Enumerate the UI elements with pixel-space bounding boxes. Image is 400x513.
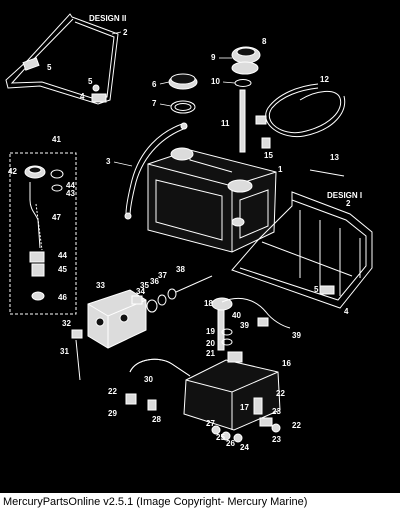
callout-5: 5 — [88, 77, 93, 86]
callout-22: 22 — [108, 387, 117, 396]
label-design-i: DESIGN I — [327, 191, 362, 200]
callout-23: 23 — [272, 435, 281, 444]
callout-5: 5 — [314, 285, 319, 294]
callout-28: 28 — [152, 415, 161, 424]
callout-15: 15 — [264, 151, 273, 160]
callout-37: 37 — [158, 271, 167, 280]
callout-11: 11 — [221, 119, 230, 128]
callout-22: 22 — [276, 389, 285, 398]
callout-20: 20 — [206, 339, 215, 348]
callout-4: 4 — [344, 307, 349, 316]
inset-fill-kit — [9, 152, 77, 315]
fuel-tank-1 — [147, 147, 277, 253]
callout-47: 47 — [52, 213, 61, 222]
callout-23: 23 — [272, 407, 281, 416]
image-caption: MercuryPartsOnline v2.5.1 (Image Copyrig… — [3, 496, 308, 508]
callout-4: 4 — [80, 92, 85, 101]
callout-38: 38 — [176, 265, 185, 274]
callout-2: 2 — [346, 199, 351, 208]
callout-40: 40 — [232, 311, 241, 320]
callout-26: 26 — [226, 439, 235, 448]
parts-diagram: DESIGN II 2 5 5 4 6 7 8 9 10 11 12 15 13 — [0, 0, 400, 493]
valve-assembly — [71, 275, 213, 381]
callout-6: 6 — [152, 80, 157, 89]
design-i-bracket — [231, 191, 373, 309]
fuel-hose-12 — [255, 83, 346, 149]
callout-12: 12 — [320, 75, 329, 84]
callout-21: 21 — [206, 349, 215, 358]
fill-cap-parts — [168, 46, 261, 153]
callout-45: 45 — [58, 265, 67, 274]
callout-39: 39 — [240, 321, 249, 330]
portable-tank-16 — [125, 297, 291, 443]
callout-36: 36 — [150, 277, 159, 286]
callout-34: 34 — [136, 287, 145, 296]
callout-9: 9 — [211, 53, 216, 62]
design-ii-bracket — [5, 13, 119, 105]
callout-42: 42 — [8, 167, 17, 176]
callout-2: 2 — [123, 28, 128, 37]
callout-39: 39 — [292, 331, 301, 340]
callout-35: 35 — [140, 281, 149, 290]
callout-31: 31 — [60, 347, 69, 356]
callout-44: 44 — [66, 181, 75, 190]
callout-10: 10 — [211, 77, 220, 86]
callout-29: 29 — [108, 409, 117, 418]
callout-43: 43 — [66, 189, 75, 198]
callout-8: 8 — [262, 37, 267, 46]
callout-32: 32 — [62, 319, 71, 328]
callout-13: 13 — [330, 153, 339, 162]
label-design-ii: DESIGN II — [89, 14, 126, 23]
callout-17: 17 — [240, 403, 249, 412]
callout-16: 16 — [282, 359, 291, 368]
callout-5: 5 — [47, 63, 52, 72]
fuel-tank-exploded-view: DESIGN II 2 5 5 4 6 7 8 9 10 11 12 15 13 — [5, 13, 373, 452]
callout-46: 46 — [58, 293, 67, 302]
callout-44: 44 — [58, 251, 67, 260]
callout-25: 25 — [216, 433, 225, 442]
hold-down-strap-3 — [124, 122, 188, 220]
callout-24: 24 — [240, 443, 249, 452]
callout-22: 22 — [292, 421, 301, 430]
callout-30: 30 — [144, 375, 153, 384]
callout-7: 7 — [152, 99, 157, 108]
callout-41: 41 — [52, 135, 61, 144]
callout-1: 1 — [278, 165, 283, 174]
callout-3: 3 — [106, 157, 111, 166]
callout-27: 27 — [206, 419, 215, 428]
callout-33: 33 — [96, 281, 105, 290]
callout-18: 18 — [204, 299, 213, 308]
callout-19: 19 — [206, 327, 215, 336]
